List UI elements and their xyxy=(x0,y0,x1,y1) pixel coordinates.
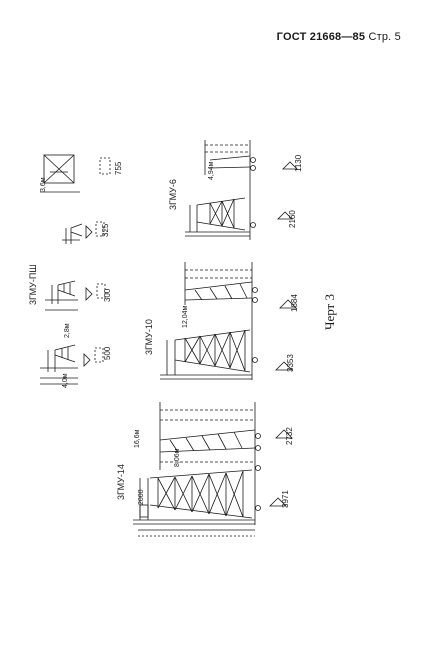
crane-3gmu6 xyxy=(185,140,298,240)
page-header: ГОСТ 21668—85 Стр. 5 xyxy=(277,31,401,43)
crane-3gmu14 xyxy=(133,402,293,537)
crane-3gmu10 xyxy=(160,262,297,380)
crane-3gmu-psh xyxy=(40,154,111,385)
page-number: Стр. 5 xyxy=(368,31,401,43)
gost-number: ГОСТ 21668—85 xyxy=(276,31,366,43)
